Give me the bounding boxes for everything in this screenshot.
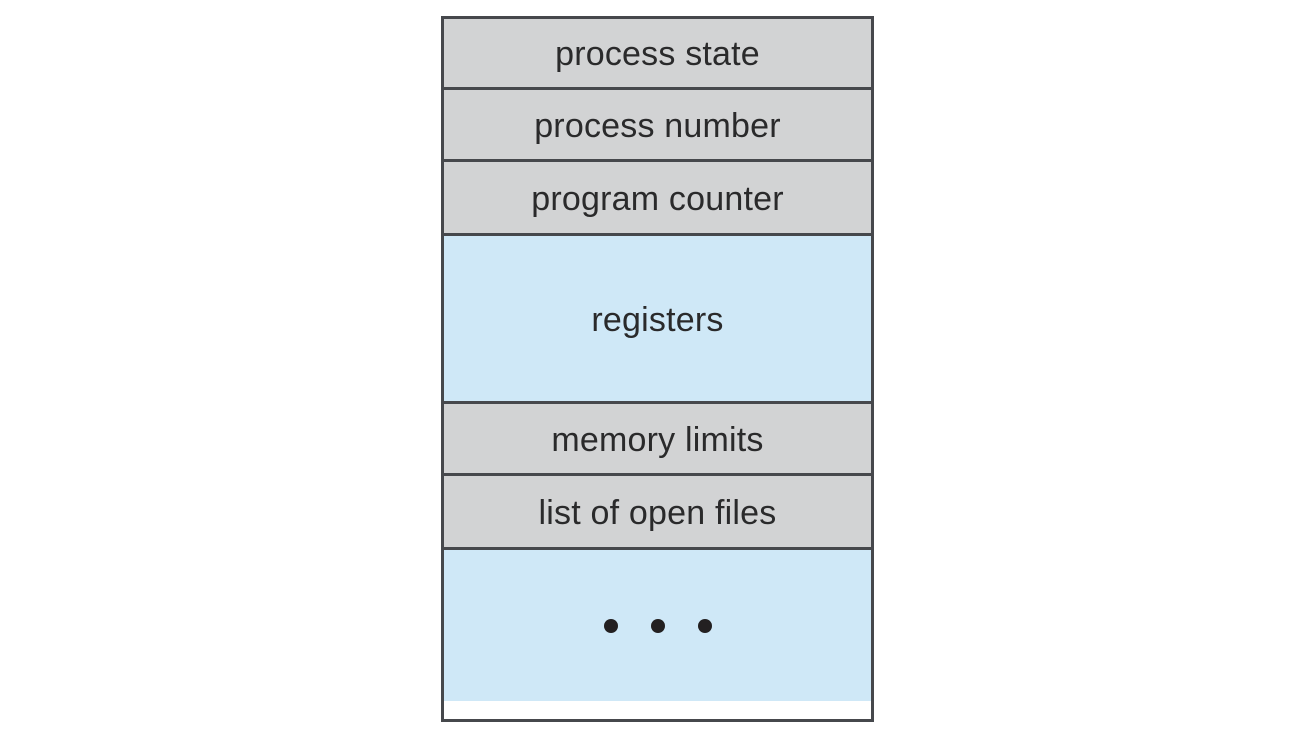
- row-label: list of open files: [538, 493, 777, 532]
- pcb-row-process-state: process state: [444, 19, 871, 90]
- row-label: memory limits: [551, 420, 764, 459]
- pcb-row-program-counter: program counter: [444, 162, 871, 236]
- ellipsis: [603, 618, 712, 633]
- pcb-row-memory-limits: memory limits: [444, 404, 871, 476]
- pcb-row-process-number: process number: [444, 90, 871, 162]
- process-control-block-diagram: process state process number program cou…: [441, 16, 874, 722]
- row-label: process number: [534, 106, 781, 145]
- pcb-row-list-of-open-files: list of open files: [444, 476, 871, 550]
- pcb-row-registers: registers: [444, 236, 871, 404]
- row-label: process state: [555, 35, 760, 73]
- pcb-row-ellipsis: [444, 550, 871, 701]
- row-label: registers: [591, 300, 724, 339]
- ellipsis-dot: [697, 618, 712, 633]
- ellipsis-dot: [603, 618, 618, 633]
- row-label: program counter: [531, 179, 784, 218]
- ellipsis-dot: [650, 618, 665, 633]
